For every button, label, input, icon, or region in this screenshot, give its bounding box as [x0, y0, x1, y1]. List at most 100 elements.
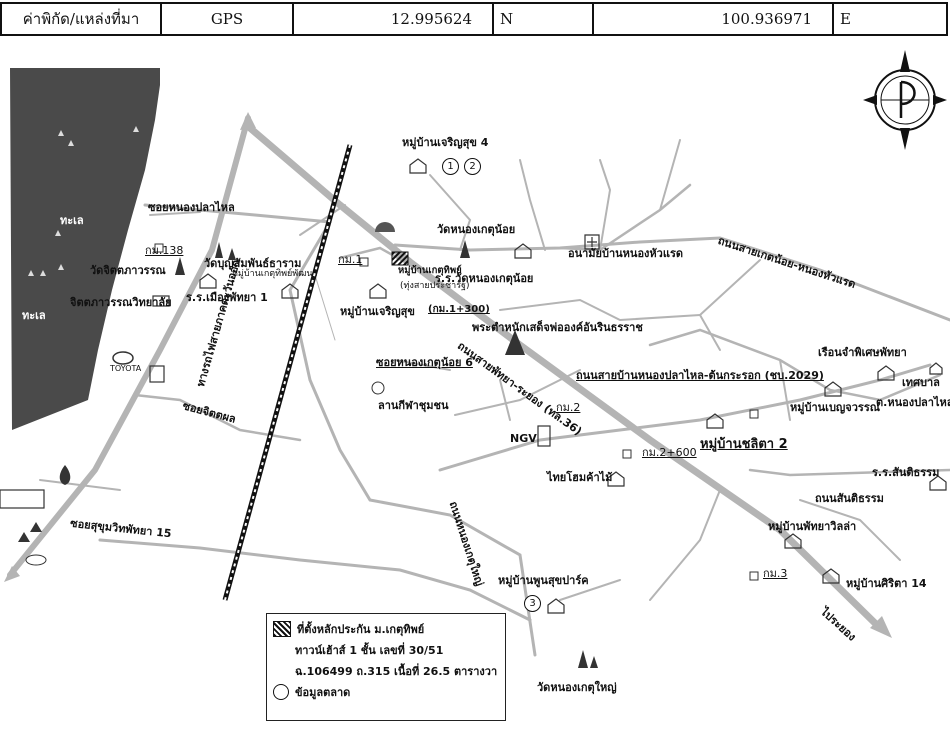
label-soi-nong-ket-noi6: ซอยหนองเกตุน้อย 6: [376, 356, 473, 369]
label-chittaphawan-college: จิตตภาวรรณวิทยาลัย: [70, 296, 172, 309]
road-arrow-southwest: [4, 566, 20, 582]
label-health-station: อนามัยบ้านหนองหัวแรด: [568, 247, 683, 260]
sea-label-bottom: ทะเล: [22, 309, 46, 322]
label-km1-300: (กม.1+300): [428, 304, 490, 315]
longitude-direction: E: [840, 10, 851, 28]
ptt-station-icon: [59, 465, 71, 485]
building-icons: [0, 158, 947, 614]
label-municipality: เทศบาล: [902, 376, 940, 389]
map-area: ทะเล ทะเล ซอยหนองปลาไหล กม.138 วัดจิตตภา…: [0, 40, 950, 753]
prison-icon: [877, 365, 895, 381]
school-icon: [514, 243, 532, 259]
legend-market-data: ข้อมูลตลาด: [295, 686, 351, 699]
label-thai-wood: ไทยโฮมค้าไม้: [547, 471, 613, 484]
label-km138: กม.138: [145, 244, 184, 257]
hotel-icon: [0, 489, 45, 509]
house-icon: [784, 533, 802, 549]
boat-markers: [28, 126, 139, 276]
toyota-logo-icon: [112, 351, 134, 365]
label-moo-ket-thip-phatthana: หมู่บ้านเกตุทิพย์พัฒนา: [232, 269, 318, 279]
gas-station-icon: [537, 425, 551, 447]
label-wat-bunsamphan: วัดบุญสัมพันธ์ธาราม: [204, 257, 302, 270]
pagoda-icon: [505, 330, 525, 355]
store-icon: [149, 365, 165, 383]
label-soi-nong-pla-lai: ซอยหนองปลาไหล: [148, 201, 235, 214]
km-marker-icon: [154, 243, 759, 581]
label-toyota: TOYOTA: [110, 364, 142, 373]
school-icon: [199, 273, 217, 289]
coord-source: GPS: [162, 4, 294, 34]
road-sukhumvit: [7, 115, 251, 578]
legend-property-deed: ฉ.106499 ถ.315 เนื้อที่ 26.5 ตารางวา: [295, 665, 498, 678]
house-icon: [409, 158, 427, 174]
label-moo-charoen-suk: หมู่บ้านเจริญสุข: [340, 305, 415, 318]
market-circle-3: 3: [524, 595, 541, 612]
map-legend: ที่ตั้งหลักประกัน ม.เกตุทิพย์ ทาวน์เฮ้าส…: [266, 613, 506, 721]
market-circle-2: 2: [464, 158, 481, 175]
temple-icons: [175, 240, 598, 668]
house-icon: [281, 283, 299, 299]
health-station-icon: [584, 234, 600, 250]
label-rr-wat-nong-ket-noi: ร.ร.วัดหนองเกตุน้อย: [435, 272, 534, 285]
label-moo-phun-suk-park: หมู่บ้านพูนสุขปาร์ค: [498, 574, 589, 587]
label-moo-chalita2: หมู่บ้านชลิตา 2: [700, 437, 788, 452]
latitude-direction: N: [494, 4, 594, 34]
map-graphics: [0, 50, 950, 668]
label-km3: กม.3: [763, 567, 788, 580]
temple-icon: [578, 650, 588, 668]
shop-icon: [607, 471, 625, 487]
label-rr-mueang-pattaya1: ร.ร.เมืองพัทยา 1: [186, 291, 268, 304]
sea-label-top: ทะเล: [60, 214, 84, 227]
label-ket-thip-sub: (ทุ่งสายประชารัฐ): [400, 281, 470, 291]
label-km2: กม.2: [556, 401, 581, 414]
coordinate-bar: ค่าพิกัด/แหล่งที่มา GPS 12.995624 N 100.…: [0, 2, 948, 36]
label-wat-nong-ket-yai: วัดหนองเกตุใหญ่: [537, 681, 617, 694]
shell-station-icon: [375, 222, 395, 232]
market-circle-1: 1: [442, 158, 459, 175]
label-road-santitham: ถนนสันติธรรม: [815, 492, 884, 505]
label-moo-benchawan: หมู่บ้านเบญจวรรณ: [790, 401, 880, 414]
temple-icon: [215, 242, 223, 258]
house-icon: [547, 598, 565, 614]
house-icon: [369, 283, 387, 299]
temple-icon: [175, 257, 185, 275]
municipality-icon: [929, 362, 943, 375]
sport-field-icon: [371, 381, 385, 395]
legend-property-type: ทาวน์เฮ้าส์ 1 ชั้น เลขที่ 30/51: [295, 644, 444, 657]
road-arrow-rayong: [870, 616, 892, 638]
temple-icon: [590, 656, 598, 668]
temple-icon: [460, 240, 470, 258]
house-icon: [706, 413, 724, 429]
nissan-logo-icon: [25, 554, 47, 566]
label-moo-sirita14: หมู่บ้านศิริตา 14: [846, 577, 927, 590]
label-rr-santitham: ร.ร.สันติธรรม: [872, 466, 940, 479]
mitsubishi-logo-icon: [18, 522, 42, 542]
compass-rose-icon: [863, 50, 947, 150]
latitude-value: 12.995624: [294, 4, 494, 34]
temple-icon: [228, 248, 236, 260]
market-circle-swatch-icon: [273, 684, 289, 700]
hatch-swatch-icon: [273, 621, 291, 637]
house-icon: [822, 568, 840, 584]
label-moo-ket-thip: หมู่บ้านเกตุทิพย์: [398, 265, 462, 276]
label-km2-600: กม.2+600: [642, 446, 697, 459]
label-moo-charoen-suk4: หมู่บ้านเจริญสุข 4: [402, 136, 489, 149]
legend-property-title: ที่ตั้งหลักประกัน ม.เกตุทิพย์: [297, 623, 425, 636]
college-icon: [152, 295, 170, 307]
house-icon: [824, 381, 842, 397]
sea-area: [10, 68, 160, 430]
label-wat-chittaphawan: วัดจิตตภาวรรณ: [90, 264, 166, 277]
railway-track: [222, 144, 353, 601]
school-icon: [929, 475, 947, 491]
label-nong-pla-lai-town: ต.หนองปลาไหล: [876, 396, 950, 409]
label-sport-field: ลานกีฬาชุมชน: [378, 399, 449, 412]
label-ngv: NGV: [510, 432, 537, 445]
label-km1: กม.1: [338, 253, 363, 266]
longitude-value: 100.936971: [594, 4, 834, 34]
label-wat-nong-ket-noi: วัดหนองเกตุน้อย: [437, 223, 516, 236]
road-arrow-north: [240, 112, 256, 130]
coord-label: ค่าพิกัด/แหล่งที่มา: [2, 4, 162, 34]
label-prison-pattaya: เรือนจำพิเศษพัทยา: [818, 346, 907, 359]
label-road-nong-pla-lai-ton-krarok: ถนนสายบ้านหนองปลาไหล-ต้นกระรอก (ชบ.2029): [576, 369, 824, 382]
label-moo-pattaya-villa: หมู่บ้านพัทยาวิลล่า: [768, 520, 857, 533]
